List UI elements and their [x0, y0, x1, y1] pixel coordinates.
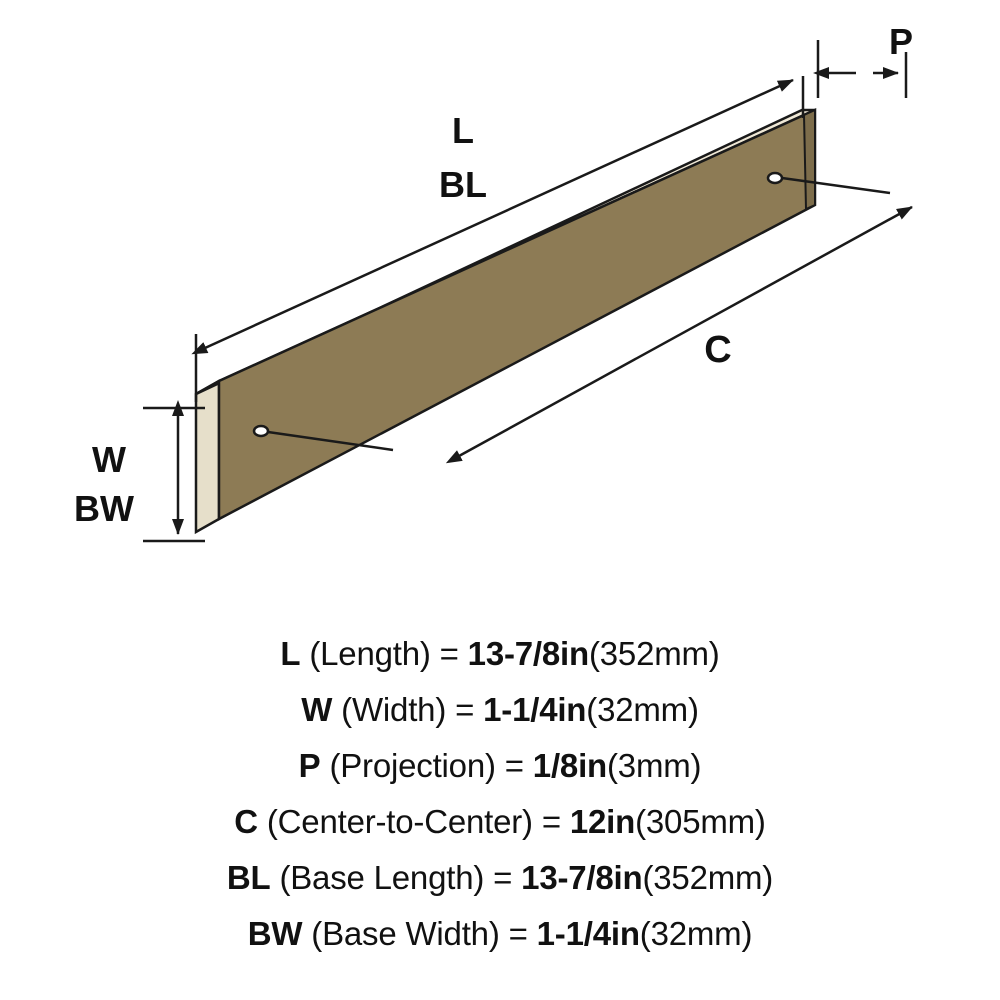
spec-row: W (Width) = 1-1/4in(32mm) [301, 684, 699, 736]
product-dimension-diagram: L BL P C W BW [74, 21, 913, 543]
ctc-leader-left [267, 430, 394, 452]
spec-equals: = [493, 859, 513, 896]
spec-metric: (3mm) [607, 747, 702, 784]
spec-name: (Base Length) [279, 859, 485, 896]
spec-name: (Length) [309, 635, 431, 672]
center-to-center-label: C [704, 329, 731, 371]
spec-metric: (305mm) [635, 803, 766, 840]
spec-symbol: P [298, 747, 321, 784]
width-dimension: W BW [74, 400, 205, 543]
specification-list: L (Length) = 13-7/8in(352mm) W (Width) =… [0, 612, 1000, 1000]
spec-value: 1-1/4in [483, 691, 587, 728]
spec-symbol: BW [247, 915, 303, 952]
spec-name: (Center-to-Center) [266, 803, 533, 840]
spec-symbol: BL [226, 859, 271, 896]
spec-metric: (32mm) [586, 691, 699, 728]
spec-symbol: W [301, 691, 333, 728]
spec-metric: (32mm) [639, 915, 753, 952]
projection-dimension: P [813, 21, 913, 98]
spec-value: 12in [569, 803, 636, 840]
base-length-label: BL [439, 164, 487, 205]
bar-left-endcap [194, 378, 221, 535]
spec-metric: (352mm) [642, 859, 774, 896]
ctc-arrow [445, 205, 913, 464]
diagram-svg: L BL P C W BW [74, 21, 913, 543]
center-to-center-dimension: C [267, 176, 913, 464]
spec-equals: = [439, 635, 459, 672]
ctc-leader-right [781, 176, 891, 195]
mounting-post-right [766, 171, 784, 185]
spec-value: 13-7/8in [467, 635, 589, 672]
width-label: W [92, 439, 126, 480]
spec-symbol: C [234, 803, 258, 840]
spec-symbol: L [280, 635, 301, 672]
projection-label: P [889, 21, 913, 62]
spec-value: 13-7/8in [521, 859, 643, 896]
spec-name: (Base Width) [311, 915, 500, 952]
spec-name: (Projection) [329, 747, 496, 784]
spec-name: (Width) [341, 691, 447, 728]
spec-row: L (Length) = 13-7/8in(352mm) [280, 628, 719, 680]
spec-equals: = [455, 691, 475, 728]
spec-row: P (Projection) = 1/8in(3mm) [299, 740, 702, 792]
spec-equals: = [504, 747, 524, 784]
spec-value: 1/8in [532, 747, 607, 784]
length-dimension: L BL [191, 76, 805, 402]
spec-equals: = [541, 803, 561, 840]
mounting-post-left [252, 424, 270, 438]
base-width-label: BW [74, 488, 134, 529]
spec-row: C (Center-to-Center) = 12in(305mm) [234, 796, 766, 848]
length-label: L [452, 110, 474, 151]
pull-bar-shape [194, 108, 817, 535]
spec-row: BW (Base Width) = 1-1/4in(32mm) [248, 908, 753, 960]
spec-row: BL (Base Length) = 13-7/8in(352mm) [227, 852, 773, 904]
bar-right-edge [802, 108, 816, 211]
spec-equals: = [508, 915, 528, 952]
bar-front-face [217, 108, 817, 522]
spec-value: 1-1/4in [536, 915, 640, 952]
spec-metric: (352mm) [588, 635, 720, 672]
